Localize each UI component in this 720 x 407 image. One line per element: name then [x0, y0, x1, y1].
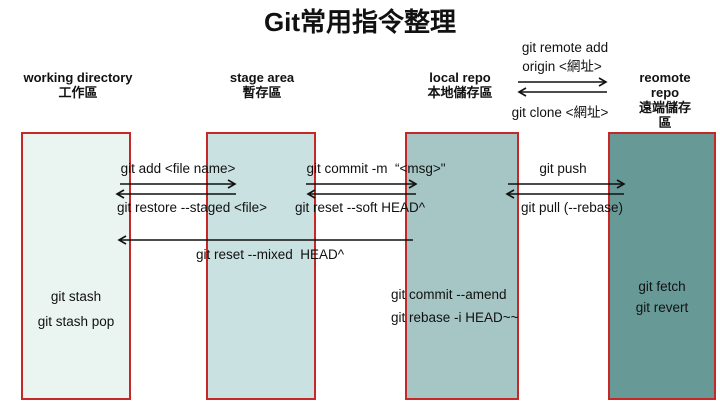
working-directory-commands: git stash git stash pop — [21, 284, 131, 334]
header-local-repo-en: local repo — [429, 70, 491, 85]
header-remote-repo: reomote repo 遠端儲存區 — [638, 70, 693, 130]
remote-repo-commands: git fetch git revert — [608, 276, 716, 318]
git-commit-label: git commit -m “<msg>" — [306, 161, 446, 176]
git-pull-label: git pull (--rebase) — [520, 200, 624, 215]
git-reset-soft-label: git reset --soft HEAD^ — [294, 200, 426, 215]
command-git-stash-pop: git stash pop — [37, 314, 115, 329]
git-push-label: git push — [539, 161, 587, 176]
header-working-directory-en: working directory — [23, 70, 133, 85]
git-clone-label: git clone <網址> — [511, 105, 609, 120]
git-restore-label: git restore --staged <file> — [116, 200, 268, 215]
command-git-rebase-i: git rebase -i HEAD~~ — [391, 310, 519, 325]
header-local-repo-zh: 本地儲存區 — [427, 85, 493, 100]
git-add-label: git add <file name> — [120, 161, 236, 176]
local-repo-commands: git commit --amend git rebase -i HEAD~~ — [391, 283, 541, 329]
command-git-stash: git stash — [50, 289, 102, 304]
header-working-directory-zh: 工作區 — [58, 85, 98, 100]
remote-repo-box — [608, 132, 716, 400]
local-repo-box — [405, 132, 519, 400]
git-reset-mixed-label: git reset --mixed HEAD^ — [195, 247, 345, 262]
header-stage-area-en: stage area — [229, 70, 295, 85]
command-git-revert: git revert — [635, 300, 689, 315]
header-remote-repo-zh: 遠端儲存區 — [638, 100, 691, 130]
header-stage-area-zh: 暫存區 — [242, 85, 282, 100]
command-git-fetch: git fetch — [638, 279, 686, 294]
git-remote-add-origin-label: origin <網址> — [522, 59, 602, 74]
working-directory-box — [21, 132, 131, 400]
git-remote-add-label: git remote add — [521, 40, 609, 55]
header-local-repo: local repo 本地儲存區 — [427, 70, 492, 100]
command-git-commit-amend: git commit --amend — [391, 287, 507, 302]
header-remote-repo-en: reomote repo — [639, 70, 691, 100]
header-stage-area: stage area 暫存區 — [230, 70, 294, 100]
header-working-directory: working directory 工作區 — [23, 70, 132, 100]
stage-area-box — [206, 132, 316, 400]
page-title: Git常用指令整理 — [263, 7, 457, 37]
